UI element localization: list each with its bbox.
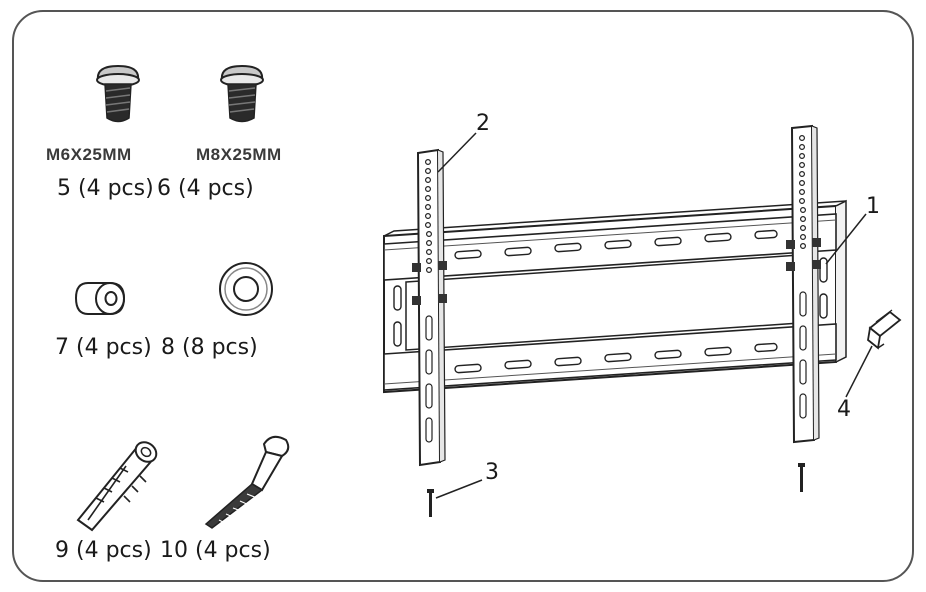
callout-1: 1 — [866, 196, 880, 218]
callout-3: 3 — [485, 462, 499, 484]
callout-2: 2 — [476, 113, 490, 135]
part-8-quantity: 8 (8 pcs) — [161, 337, 258, 359]
part-6-quantity: 6 (4 pcs) — [157, 178, 254, 200]
part-7-quantity: 7 (4 pcs) — [55, 337, 152, 359]
part-5-quantity: 5 (4 pcs) — [57, 178, 154, 200]
callout-4: 4 — [837, 399, 851, 421]
m6-spec-label: M6X25MM — [46, 146, 132, 163]
part-9-quantity: 9 (4 pcs) — [55, 540, 152, 562]
m8-spec-label: M8X25MM — [196, 146, 282, 163]
washer-icon — [220, 263, 272, 315]
spacer-icon — [76, 283, 124, 314]
part-10-quantity: 10 (4 pcs) — [160, 540, 271, 562]
